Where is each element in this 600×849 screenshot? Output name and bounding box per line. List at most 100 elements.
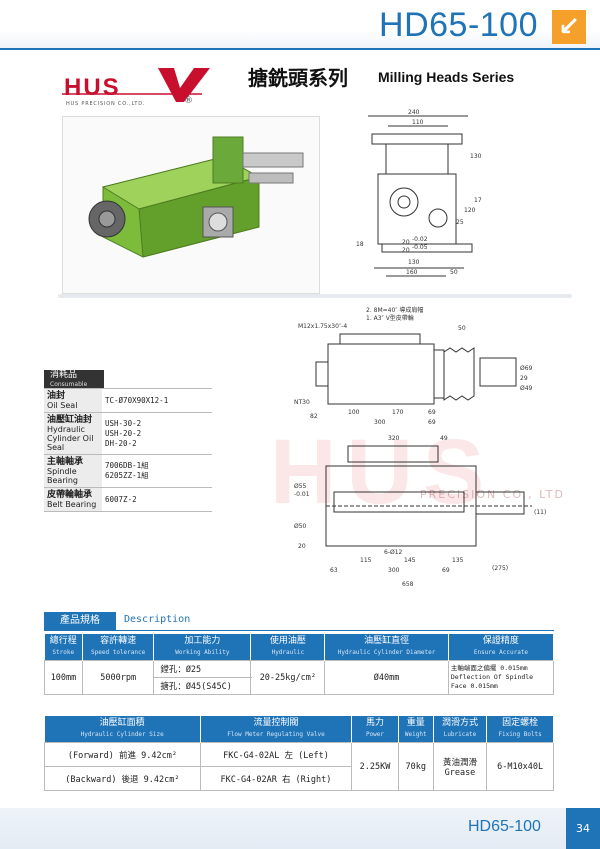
dim-100: 100 <box>348 409 360 416</box>
spec-rule <box>44 630 554 631</box>
consumable-value: USH-20-2 <box>105 428 142 438</box>
dim-o55: Ø55 <box>294 483 307 490</box>
stroke-value: 100mm <box>44 660 83 695</box>
dim-130-bottom: 130 <box>408 259 420 266</box>
size-forward: (Forward) 前進 9.42cm² <box>44 742 201 767</box>
model-title: HD65-100 <box>379 6 538 44</box>
dim-tol-a: -0.02 <box>412 236 428 243</box>
dim-o49: Ø49 <box>520 385 533 392</box>
dim-69-b: 69 <box>428 419 436 426</box>
dim-120: 120 <box>464 207 476 214</box>
consumable-value: 6205ZZ-1組 <box>105 471 149 480</box>
side-view-drawing: 2. 8M=40″ 導成肩幅 1. A3″ V型皮帶輪 M12x1.75x30″… <box>294 306 533 426</box>
consumable-tab-zh: 消耗品 <box>50 370 78 380</box>
consumable-value: 7006DB-1組 <box>105 461 149 470</box>
dim-170: 170 <box>392 409 404 416</box>
footer-model: HD65-100 <box>468 818 541 835</box>
consumable-name-en: Hydraulic Cylinder Oil Seal <box>47 425 94 452</box>
section-view-drawing: 320 49 Ø55 -0.01 20 115 145 135 (275) Ø5… <box>294 435 546 588</box>
watermark-subtitle: PRECISION CO., LTD <box>420 488 565 501</box>
dim-658: 658 <box>402 581 414 588</box>
consumable-tab: 消耗品 Consumable <box>44 370 104 388</box>
dim-320: 320 <box>388 435 400 442</box>
dim-69: 69 <box>428 409 436 416</box>
dim-160: 160 <box>406 269 418 276</box>
dim-20-a: 20 <box>402 239 410 246</box>
dim-63: 63 <box>330 567 338 574</box>
dim-135: 135 <box>452 557 464 564</box>
dim-240: 240 <box>408 109 420 116</box>
dim-50-top: 50 <box>458 325 466 332</box>
dim-tol-001: -0.01 <box>294 491 310 498</box>
dim-110: 110 <box>412 119 424 126</box>
series-title-en: Milling Heads Series <box>378 69 515 85</box>
section-divider <box>58 294 572 298</box>
ability-value-1: 鏜孔：Ø25 <box>153 660 252 678</box>
consumable-name-zh: 主軸軸承 <box>47 457 84 467</box>
dim-69: 69 <box>442 567 450 574</box>
dim-275: (275) <box>492 565 508 572</box>
consumable-name-zh: 油壓缸油封 <box>47 415 93 425</box>
diameter-value: Ø40mm <box>324 660 449 695</box>
dim-175: 175 <box>474 197 482 204</box>
dim-18: 18 <box>356 241 364 248</box>
consumable-tab-en: Consumable <box>50 381 88 388</box>
footer-band <box>0 808 600 849</box>
logo-registered-mark: ® <box>184 96 193 106</box>
thread-note: M12x1.75x30″-4 <box>298 323 347 330</box>
valve-right: FKC-G4-02AR 右 (Right) <box>199 766 353 791</box>
header-band <box>0 0 600 50</box>
product-photo <box>62 116 320 294</box>
dim-115: 115 <box>360 557 372 564</box>
valve-left: FKC-G4-02AL 左 (Left) <box>199 742 353 767</box>
dim-tol-b: -0.05 <box>412 244 428 251</box>
dim-145: 145 <box>404 557 416 564</box>
nt30-label: NT30 <box>294 399 310 406</box>
dim-29: 29 <box>520 375 528 382</box>
dim-o50: Ø50 <box>294 523 307 530</box>
consumable-name-en: Oil Seal <box>47 401 78 410</box>
dim-130-top: 130 <box>470 153 482 160</box>
dim-11: (11) <box>534 509 546 516</box>
dim-82: 82 <box>310 413 318 420</box>
series-title-zh: 搪銑頭系列 <box>248 66 348 90</box>
dim-49: 49 <box>440 435 448 442</box>
note-2: 2. 8M=40″ 導成肩幅 <box>366 306 423 314</box>
dim-25: 25 <box>456 219 464 226</box>
dim-20: 20 <box>298 543 306 550</box>
dim-300: 300 <box>374 419 386 426</box>
consumable-name-zh: 皮帶輪軸承 <box>47 490 93 500</box>
hydraulic-value: 20-25kg/cm² <box>250 660 326 695</box>
spec-tab: 產品規格 <box>44 612 116 630</box>
arrow-down-left-icon[interactable]: ↙ <box>552 10 586 44</box>
consumable-value: USH-30-2 <box>105 418 142 428</box>
speed-value: 5000rpm <box>81 660 155 695</box>
dim-50: 50 <box>450 269 458 276</box>
dim-20-b: 20 <box>402 247 410 254</box>
size-backward: (Backward) 後退 9.42cm² <box>44 766 201 791</box>
logo-brand: HUS <box>64 74 121 101</box>
consumable-name-en: Spindle Bearing <box>47 467 78 485</box>
weight-value: 70kg <box>397 742 434 791</box>
header-rule <box>0 48 600 50</box>
hus-logo-mark <box>62 68 210 102</box>
